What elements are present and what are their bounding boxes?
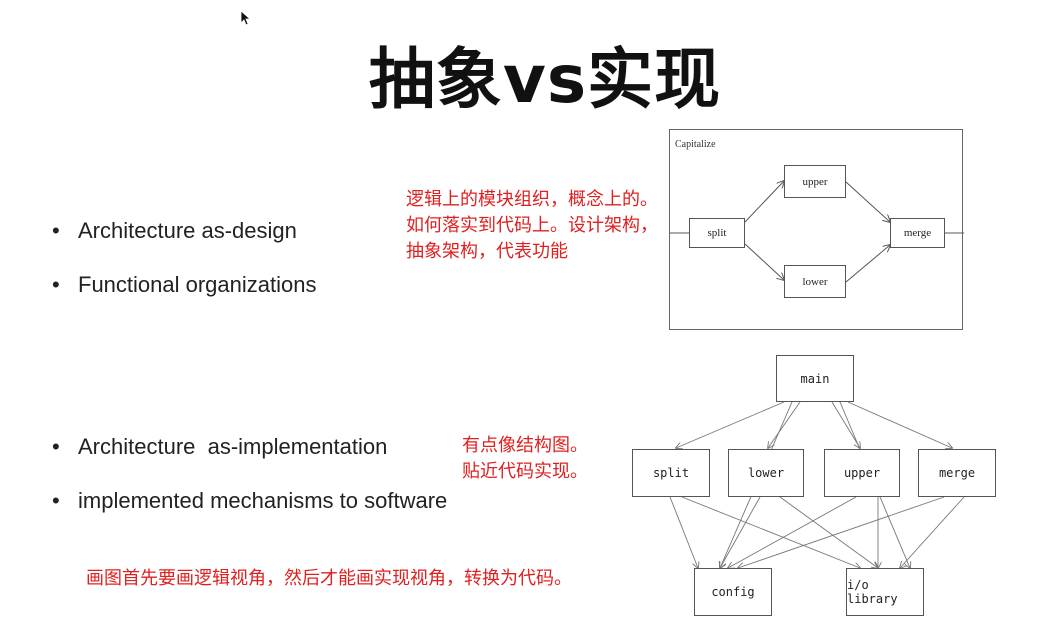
- bullet-marker: •: [52, 488, 60, 513]
- design-diagram: Capitalize split upper lower merge: [669, 129, 964, 330]
- note-design-line-2: 如何落实到代码上。设计架构，: [406, 215, 658, 236]
- implementation-diagram-edges: [669, 401, 965, 620]
- impl-node-split: split: [632, 449, 710, 497]
- note-design-line-3: 抽象架构，代表功能: [406, 241, 568, 262]
- design-diagram-caption: Capitalize: [675, 139, 716, 150]
- impl-node-config: config: [694, 568, 772, 616]
- design-node-upper: upper: [784, 165, 846, 198]
- impl-node-upper: upper: [824, 449, 900, 497]
- impl-node-lower: lower: [728, 449, 804, 497]
- design-node-split: split: [689, 218, 745, 248]
- bullet-implementation: • Architecture as-implementation: [52, 434, 387, 460]
- impl-node-merge: merge: [918, 449, 996, 497]
- note-impl-line-2: 贴近代码实现。: [462, 461, 588, 482]
- slide-title: 抽象vs实现: [368, 41, 722, 118]
- bullet-text: Architecture as-design: [78, 218, 297, 243]
- mouse-cursor-icon: [240, 10, 252, 26]
- bullet-functional: • Functional organizations: [52, 272, 316, 298]
- bullet-text: Functional organizations: [78, 272, 317, 297]
- bullet-marker: •: [52, 218, 60, 243]
- bullet-text: Architecture as-implementation: [78, 434, 388, 459]
- implementation-diagram: main split lower upper merge config i/o …: [620, 350, 1010, 620]
- bullet-marker: •: [52, 272, 60, 297]
- impl-node-io-library: i/o library: [846, 568, 924, 616]
- design-node-lower: lower: [784, 265, 846, 298]
- design-diagram-edges: [670, 130, 964, 283]
- note-impl-line-1: 有点像结构图。: [462, 435, 588, 456]
- note-bottom: 画图首先要画逻辑视角，然后才能画实现视角，转换为代码。: [86, 568, 572, 589]
- bullet-mechanisms: • implemented mechanisms to software: [52, 488, 447, 514]
- design-node-merge: merge: [890, 218, 945, 248]
- note-design-line-1: 逻辑上的模块组织，概念上的。: [406, 189, 658, 210]
- bullet-text: implemented mechanisms to software: [78, 488, 448, 513]
- bullet-marker: •: [52, 434, 60, 459]
- impl-node-main: main: [776, 355, 854, 402]
- bullet-design: • Architecture as-design: [52, 218, 297, 244]
